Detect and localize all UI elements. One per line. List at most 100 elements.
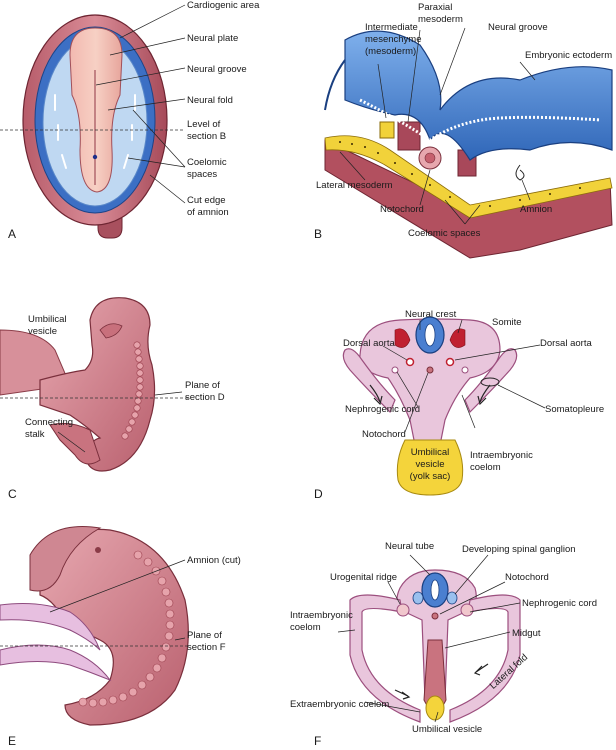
label-coelomic-spaces-b: Coelomic spaces <box>408 228 481 239</box>
label-mesoderm-paren: (mesoderm) <box>365 46 416 57</box>
label-neural-tube: Neural tube <box>385 541 434 552</box>
panel-c: Umbilical vesicle Plane of section D Con… <box>0 297 225 501</box>
label-umbilical-vesicle-f: Umbilical vesicle <box>412 724 482 735</box>
nephrogenic-cord-left <box>391 366 399 374</box>
label-notochord-b: Notochord <box>380 204 424 215</box>
intermediate-mesoderm-block <box>379 121 395 139</box>
urogenital-ridge-left <box>396 603 410 617</box>
nephrogenic-cord-right <box>461 366 469 374</box>
panel-letter-a: A <box>8 227 16 241</box>
notochord-f <box>431 612 439 620</box>
amnion-curl <box>515 164 525 181</box>
panel-letter-d: D <box>314 487 323 501</box>
label-intraembryonic-f: Intraembryonic <box>290 610 353 621</box>
label-mesenchyme: mesenchyme <box>365 34 422 45</box>
lateral-mesoderm-band <box>324 135 613 219</box>
label-spaces: spaces <box>187 169 217 180</box>
umbilical-vesicle-f <box>425 695 445 721</box>
label-intraembryonic-d: Intraembryonic <box>470 450 533 461</box>
panel-a: Cardiogenic area Neural plate Neural gro… <box>0 0 260 241</box>
label-coelomic: Coelomic <box>187 157 227 168</box>
left-body-wall-f <box>349 594 421 723</box>
dorsal-aorta-left <box>405 357 415 367</box>
label-midgut: Midgut <box>512 628 541 639</box>
label-coelom-d: coelom <box>470 462 501 473</box>
label-neural-groove: Neural groove <box>187 64 247 75</box>
label-urogenital-ridge: Urogenital ridge <box>330 572 397 583</box>
label-paraxial: Paraxial <box>418 2 452 13</box>
label-neural-fold: Neural fold <box>187 95 233 106</box>
neural-groove-frill <box>359 98 601 142</box>
label-cut-edge: Cut edge <box>187 195 226 206</box>
label-section-f: section F <box>187 642 226 653</box>
somatopleure-ring <box>480 377 500 387</box>
label-extraembryonic-coelom: Extraembryonic coelom <box>290 699 389 710</box>
head-fold-e <box>29 526 102 592</box>
label-of-amnion: of amnion <box>187 207 229 218</box>
urogenital-ridge-right <box>460 603 474 617</box>
panel-letter-c: C <box>8 487 17 501</box>
label-somatopleure: Somatopleure <box>545 404 604 415</box>
mesoderm-dots <box>339 141 581 207</box>
label-intermediate: Intermediate <box>365 22 418 33</box>
panel-e: Amnion (cut) Plane of section F E <box>0 526 241 748</box>
label-neural-plate: Neural plate <box>187 33 238 44</box>
label-lateral-mesoderm: Lateral mesoderm <box>316 180 393 191</box>
eye-spot-e <box>95 547 101 553</box>
label-connecting: Connecting <box>25 417 73 428</box>
label-dorsal-aorta-right: Dorsal aorta <box>540 338 592 349</box>
label-developing-spinal-ganglion: Developing spinal ganglion <box>462 544 576 555</box>
somite-left-d <box>394 328 411 348</box>
label-neural-crest: Neural crest <box>405 309 457 320</box>
right-body-wall-f <box>449 594 521 723</box>
spinal-ganglion-right <box>446 591 458 605</box>
panel-f: Neural tube Developing spinal ganglion U… <box>290 541 597 748</box>
label-level-of: Level of <box>187 119 221 130</box>
label-notochord-d: Notochord <box>362 429 406 440</box>
coelomic-spaces-marks <box>54 94 136 169</box>
paraxial-mesoderm-block <box>397 121 421 151</box>
label-cardiogenic-area: Cardiogenic area <box>187 0 260 11</box>
label-embryonic-ectoderm: Embryonic ectoderm <box>525 50 612 61</box>
label-somite: Somite <box>492 317 522 328</box>
embryonic-ectoderm-sheet <box>344 30 613 161</box>
panel-letter-b: B <box>314 227 322 241</box>
panel-letter-e: E <box>8 734 16 748</box>
label-plane-of-e: Plane of <box>187 630 222 641</box>
label-notochord-f: Notochord <box>505 572 549 583</box>
label-section-d: section D <box>185 392 225 403</box>
panel-b: Paraxial mesoderm Intermediate mesenchym… <box>314 2 613 259</box>
label-umbilical-c: Umbilical <box>28 314 67 325</box>
label-amnion-cut: Amnion (cut) <box>187 555 241 566</box>
label-neural-groove-b: Neural groove <box>488 22 548 33</box>
spinal-ganglion-left <box>412 591 424 605</box>
label-amnion-b: Amnion <box>520 204 552 215</box>
label-dorsal-aorta-left: Dorsal aorta <box>343 338 395 349</box>
label-coelom-f: coelom <box>290 622 321 633</box>
label-vesicle-d: vesicle <box>415 459 444 470</box>
label-stalk: stalk <box>25 429 45 440</box>
notochord-d <box>426 366 434 374</box>
somites-e <box>78 550 175 708</box>
panel-d: Neural crest Somite Dorsal aorta Dorsal … <box>314 309 604 501</box>
somites-c <box>121 341 144 440</box>
amnion-e <box>0 603 101 651</box>
neural-plate <box>69 27 123 193</box>
label-yolk-sac: (yolk sac) <box>410 471 451 482</box>
label-plane-of-c: Plane of <box>185 380 220 391</box>
label-nephrogenic-cord-f: Nephrogenic cord <box>522 598 597 609</box>
label-section-b: section B <box>187 131 226 142</box>
dorsal-aorta-right <box>445 357 455 367</box>
fold-arrow-right <box>479 384 491 403</box>
label-nephrogenic-cord-d: Nephrogenic cord <box>345 404 420 415</box>
umbilical-vesicle-d <box>396 439 464 496</box>
connecting-stalk-c <box>49 422 101 465</box>
embryo-cross-section-d <box>359 318 501 446</box>
label-mesoderm: mesoderm <box>418 14 463 25</box>
panel-letter-f: F <box>314 734 321 748</box>
label-vesicle-c: vesicle <box>28 326 57 337</box>
label-umbilical-d: Umbilical <box>411 447 450 458</box>
primitive-node <box>92 154 98 160</box>
fold-arrow-left <box>369 384 381 403</box>
